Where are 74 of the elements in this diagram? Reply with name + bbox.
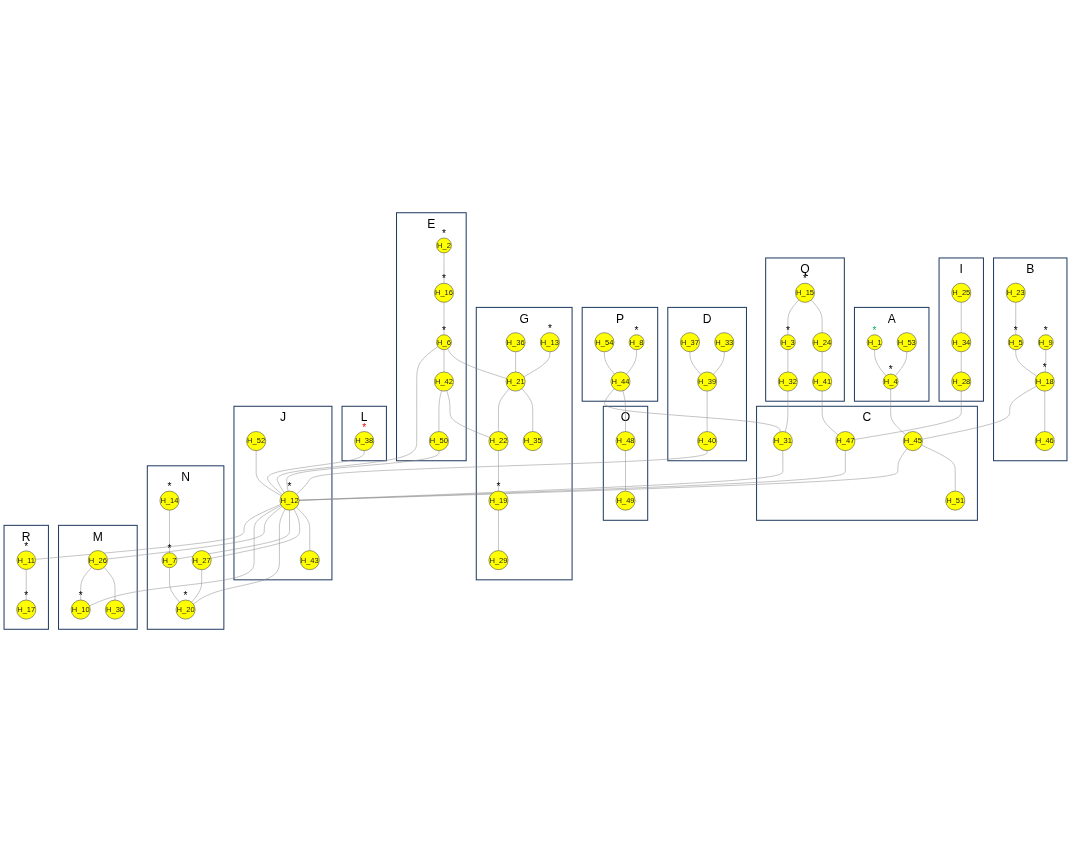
- asterisk-mark: *: [442, 273, 446, 285]
- connector: [961, 302, 962, 333]
- connector: [622, 390, 626, 432]
- connector: [706, 390, 708, 432]
- connector: [210, 508, 300, 559]
- connector: [821, 390, 839, 436]
- connector: [890, 388, 906, 435]
- connector: [438, 390, 442, 432]
- connector: [921, 444, 956, 492]
- asterisk-mark: *: [167, 481, 172, 493]
- asterisk-mark: *: [496, 481, 501, 493]
- asterisk-mark: *: [167, 542, 172, 554]
- connector: [296, 450, 708, 495]
- connector: [25, 569, 27, 601]
- connector: [787, 299, 799, 335]
- connector: [626, 349, 637, 375]
- connector: [498, 509, 499, 551]
- asterisk-mark: *: [442, 228, 446, 239]
- asterisk-mark: *: [287, 481, 292, 493]
- connector: [267, 450, 365, 495]
- connector: [689, 351, 702, 375]
- connector: [811, 299, 823, 333]
- asterisk-mark: *: [785, 324, 790, 336]
- asterisk-mark: *: [1013, 324, 1018, 336]
- connector: [276, 346, 439, 493]
- asterisk-mark: *: [78, 590, 83, 602]
- connector: [443, 302, 445, 335]
- connector: [1015, 302, 1016, 335]
- connector: [784, 390, 789, 433]
- connector: [874, 349, 887, 377]
- connector: [443, 349, 445, 373]
- asterisk-mark: *: [634, 324, 639, 336]
- connector: [255, 450, 282, 497]
- connector: [521, 388, 533, 432]
- connector: [35, 504, 281, 560]
- asterisk-mark: *: [888, 364, 893, 376]
- connector: [176, 509, 290, 560]
- connector: [787, 349, 789, 373]
- connector: [961, 351, 962, 373]
- asterisk-mark: *: [183, 590, 188, 602]
- connector: [498, 388, 510, 432]
- connector: [1015, 349, 1038, 377]
- connector: [443, 252, 445, 284]
- asterisk-mark: *: [1042, 362, 1047, 373]
- connector: [191, 569, 202, 603]
- asterisk-mark: *: [24, 590, 29, 602]
- connector: [446, 390, 490, 438]
- connector: [604, 388, 781, 433]
- connector: [895, 351, 908, 377]
- connector: [922, 385, 1037, 440]
- connector: [604, 351, 615, 375]
- connector: [854, 390, 962, 440]
- connector: [523, 351, 551, 378]
- asterisk-mark: *: [24, 540, 29, 552]
- connector: [1045, 349, 1047, 373]
- connector: [821, 351, 823, 373]
- connector: [107, 506, 283, 560]
- asterisk-mark: *: [362, 421, 367, 433]
- asterisk-mark: *: [442, 324, 446, 336]
- connector: [103, 567, 116, 601]
- connector: [169, 509, 170, 553]
- asterisk-mark: *: [547, 322, 552, 334]
- connector: [286, 450, 440, 492]
- connector: [1044, 390, 1046, 432]
- connector: [80, 567, 92, 601]
- asterisk-mark: *: [803, 273, 807, 285]
- connector: [498, 450, 499, 492]
- connector: [447, 348, 507, 379]
- connector: [515, 351, 516, 373]
- connector: [713, 351, 725, 375]
- asterisk-mark: *: [1043, 324, 1048, 336]
- asterisk-mark: *: [872, 324, 877, 336]
- connector: [296, 507, 310, 551]
- connector: [169, 567, 180, 603]
